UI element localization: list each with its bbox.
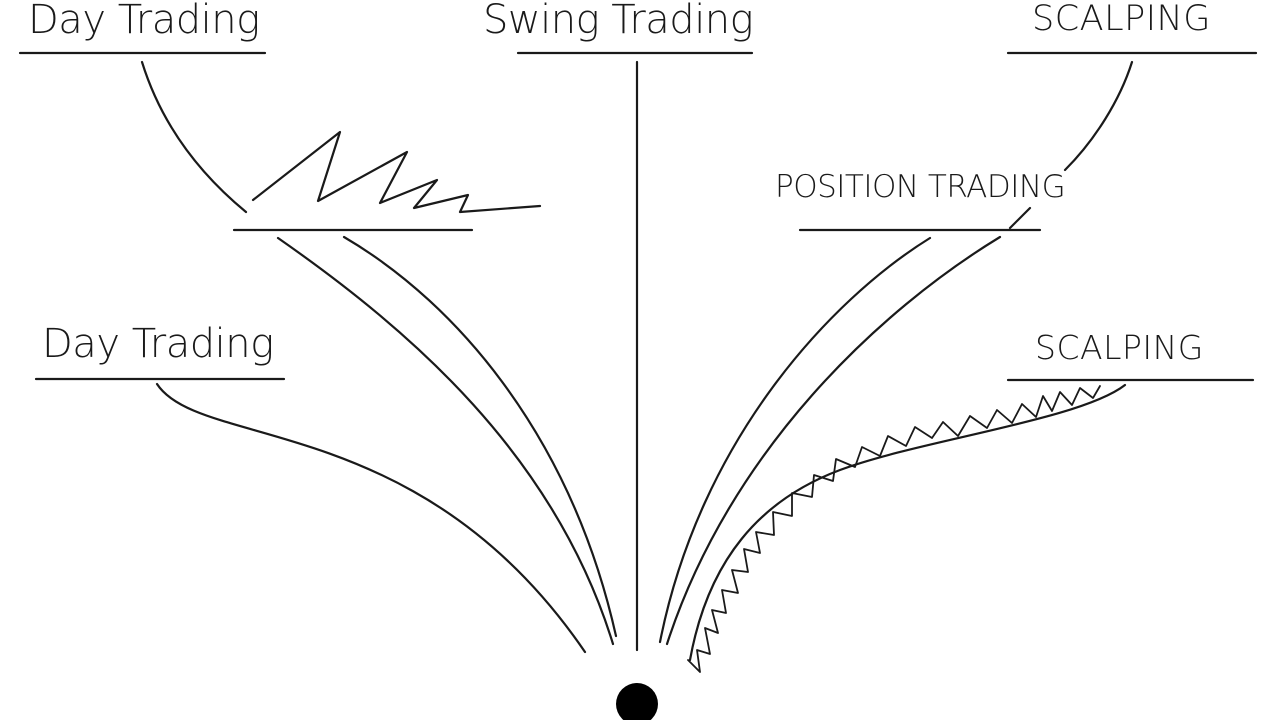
position-trading-label: POSITION TRADING [775, 169, 1066, 205]
scalping-mid-curve [688, 383, 1127, 662]
day-trading-top-label: Day Trading [28, 0, 260, 43]
day-trading-top-curve [140, 60, 248, 214]
swing-trading-label: Swing Trading [483, 0, 754, 43]
left-branch-outer [276, 236, 615, 646]
scalping-top-curve-continuation [1008, 206, 1032, 230]
scalping-sawtooth [687, 385, 1101, 673]
origin-dot [616, 683, 658, 720]
zigzag-chart [251, 130, 542, 214]
right-branch-outer [665, 235, 1002, 646]
scalping-mid-label: SCALPING [1035, 328, 1204, 367]
day-trading-mid-curve [155, 382, 587, 654]
scalping-top-curve [1063, 60, 1134, 172]
right-branch-inner [658, 236, 932, 644]
left-branch-inner [342, 235, 618, 638]
scalping-top-label: SCALPING [1032, 0, 1211, 39]
day-trading-mid-label: Day Trading [42, 321, 274, 367]
